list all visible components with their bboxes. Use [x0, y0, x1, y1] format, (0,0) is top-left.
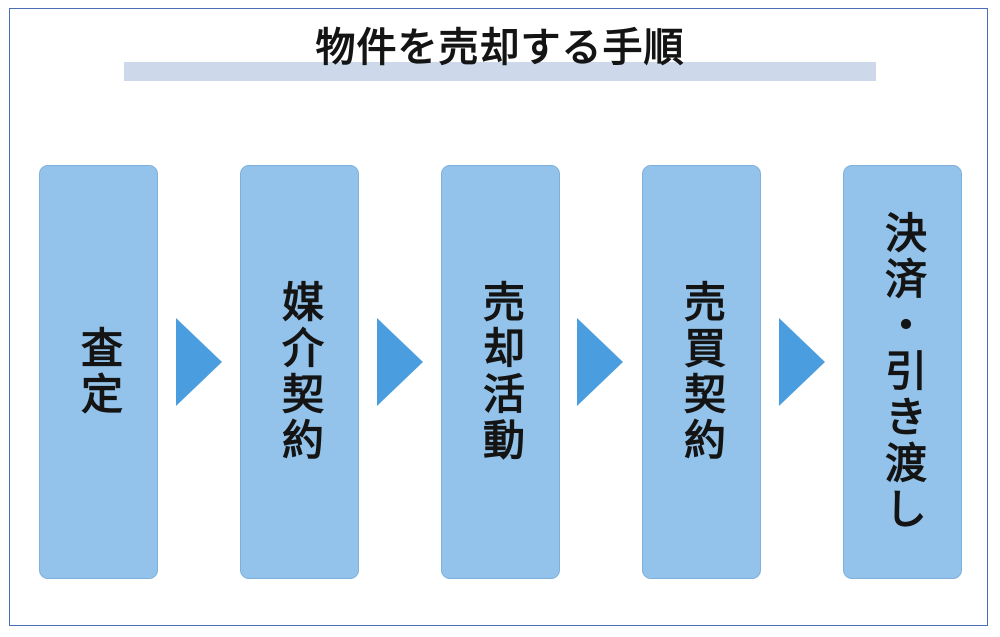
step-box-1: 査定 [39, 165, 158, 579]
step-label-3: 売却活動 [476, 280, 526, 464]
step-label-4: 売買契約 [677, 280, 727, 464]
step-box-3: 売却活動 [441, 165, 560, 579]
step-box-2: 媒介契約 [240, 165, 359, 579]
arrow-right-icon [377, 318, 423, 406]
step-label-2: 媒介契約 [275, 280, 325, 464]
arrow-right-icon [779, 318, 825, 406]
step-box-4: 売買契約 [642, 165, 761, 579]
arrow-right-icon [176, 318, 222, 406]
step-box-5: 決済・引き渡し [843, 165, 962, 579]
arrow-right-icon [577, 318, 623, 406]
step-label-1: 査定 [74, 326, 124, 418]
step-label-5: 決済・引き渡し [878, 211, 928, 533]
title-underline-bar [124, 62, 876, 81]
diagram-title: 物件を売却する手順 [315, 25, 685, 71]
